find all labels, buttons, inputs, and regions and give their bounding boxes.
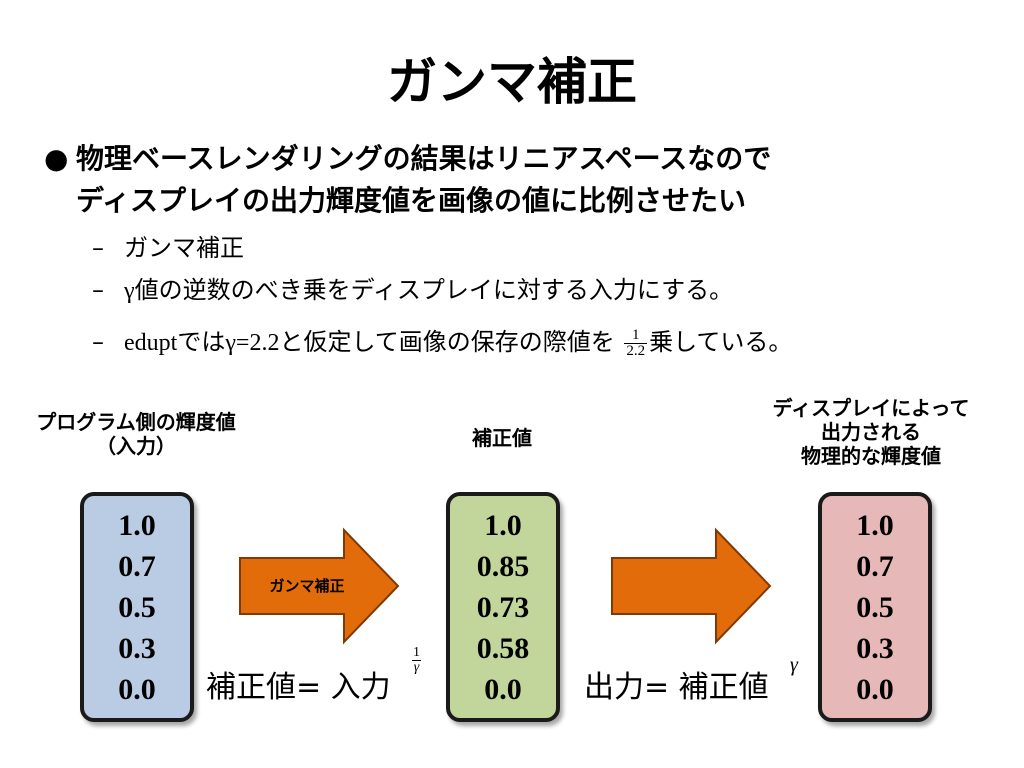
input-label-line-1: プログラム側の輝度値 xyxy=(36,410,236,434)
output-column-label: ディスプレイによって 出力される 物理的な輝度値 xyxy=(728,396,1014,468)
corrected-values-box: 1.0 0.85 0.73 0.58 0.0 xyxy=(446,492,560,722)
output-value: 1.0 xyxy=(856,508,894,542)
gamma-correction-arrow-icon xyxy=(239,527,400,645)
sub-bullet-2: –γ値の逆数のべき乗をディスプレイに対する入力にする。 xyxy=(92,270,733,305)
input-value: 0.5 xyxy=(118,590,156,624)
display-output-arrow-icon xyxy=(611,527,772,645)
gamma-equation: γ=2.2 xyxy=(225,330,280,356)
input-value: 1.0 xyxy=(118,508,156,542)
input-value: 0.0 xyxy=(118,672,156,706)
exponent-numerator: 1 xyxy=(412,645,421,661)
corrected-value: 0.85 xyxy=(476,549,530,583)
output-label-line-3: 物理的な輝度値 xyxy=(801,444,941,468)
sub-bullet-1: –ガンマ補正 xyxy=(92,228,244,263)
slide-title: ガンマ補正 xyxy=(387,53,637,111)
sub-bullet-3-end: 乗している。 xyxy=(649,328,793,356)
corrected-value: 0.0 xyxy=(484,672,522,706)
arrow-label: ガンマ補正 xyxy=(269,577,345,595)
gamma-symbol: γ xyxy=(124,278,135,304)
sub-bullet-1-text: ガンマ補正 xyxy=(124,234,244,262)
dash-icon: – xyxy=(92,328,104,356)
bullet-dot-icon: ● xyxy=(44,142,69,175)
gamma-exponent: γ xyxy=(790,654,798,676)
edupt-name: edupt xyxy=(124,330,178,356)
output-label-line-1: ディスプレイによって xyxy=(772,396,970,420)
output-values-box: 1.0 0.7 0.5 0.3 0.0 xyxy=(818,492,932,722)
correction-formula-text: 補正値= 入力 xyxy=(206,670,391,705)
main-bullet: ● 物理ベースレンダリングの結果はリニアスペースなので ディスプレイの出力輝度値… xyxy=(44,138,1004,222)
corrected-value: 1.0 xyxy=(484,508,522,542)
output-label-line-2: 出力される xyxy=(821,420,921,444)
input-value: 0.7 xyxy=(118,549,156,583)
corrected-column-label: 補正値 xyxy=(472,426,532,450)
main-bullet-line-2: ディスプレイの出力輝度値を画像の値に比例させたい xyxy=(76,184,747,217)
output-value: 0.5 xyxy=(856,590,894,624)
output-value: 0.3 xyxy=(856,631,894,665)
correction-formula: 補正値= 入力 1 γ xyxy=(206,646,421,706)
dash-icon: – xyxy=(92,276,104,304)
corrected-value: 0.58 xyxy=(476,631,530,665)
dash-icon: – xyxy=(92,234,104,262)
fraction-numerator: 1 xyxy=(624,327,648,344)
sub-bullet-3-after: と仮定して画像の保存の際値を xyxy=(279,328,615,356)
output-formula: 出力= 補正値 γ xyxy=(584,654,798,706)
corrected-value: 0.73 xyxy=(476,590,530,624)
sub-bullet-3-mid: では xyxy=(177,328,226,356)
sub-bullet-2-text: 値の逆数のべき乗をディスプレイに対する入力にする。 xyxy=(134,276,734,304)
input-column-label: プログラム側の輝度値 （入力） xyxy=(0,410,272,458)
output-value: 0.0 xyxy=(856,672,894,706)
input-value: 0.3 xyxy=(118,631,156,665)
output-formula-text: 出力= 補正値 xyxy=(584,670,769,705)
exponent-denominator: γ xyxy=(413,660,420,675)
inverse-gamma-exponent: 1 γ xyxy=(412,646,421,675)
output-value: 0.7 xyxy=(856,549,894,583)
input-values-box: 1.0 0.7 0.5 0.3 0.0 xyxy=(80,492,194,722)
fraction-denominator: 2.2 xyxy=(626,342,646,359)
main-bullet-line-1: 物理ベースレンダリングの結果はリニアスペースなので xyxy=(76,142,772,175)
input-label-line-2: （入力） xyxy=(96,434,176,458)
